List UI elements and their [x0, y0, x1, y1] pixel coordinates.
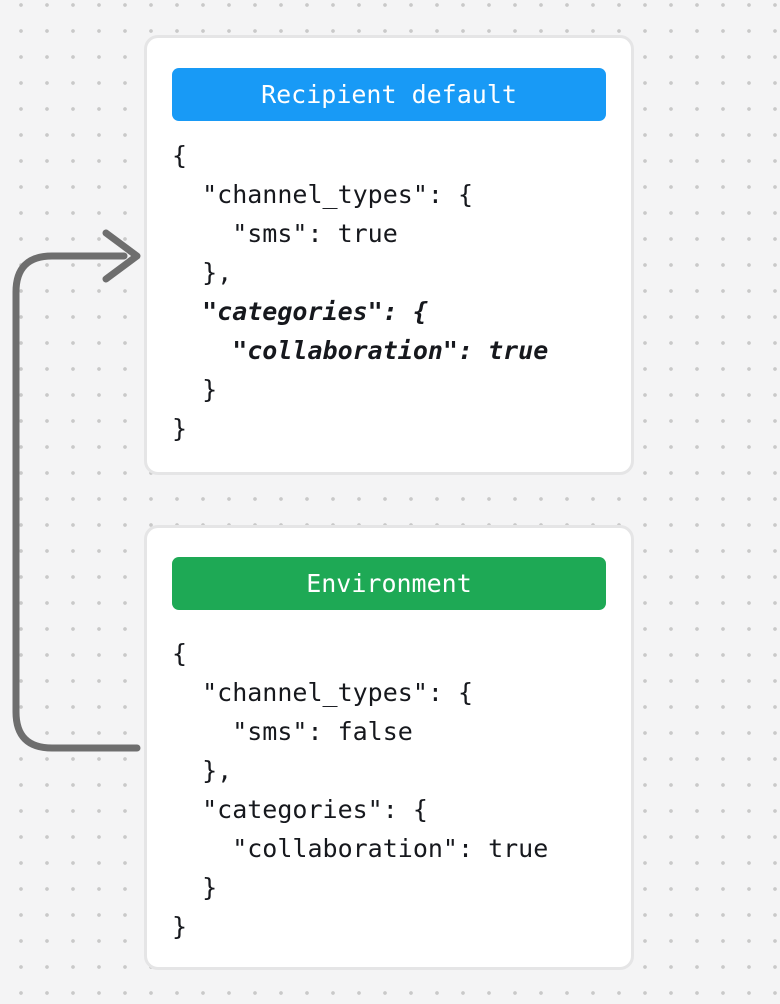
- flow-arrowhead-icon: [102, 229, 141, 283]
- code-line: {: [172, 141, 188, 170]
- code-line: }: [172, 414, 188, 443]
- code-line: "channel_types": {: [172, 678, 474, 707]
- code-line: "categories": {: [172, 795, 428, 824]
- code-line: "collaboration": true: [172, 834, 549, 863]
- recipient-default-card-title: Recipient default: [172, 68, 606, 121]
- recipient-default-card: Recipient default { "channel_types": { "…: [144, 35, 634, 475]
- code-line: }: [172, 912, 188, 941]
- environment-card: Environment { "channel_types": { "sms": …: [144, 525, 634, 970]
- code-line: },: [172, 756, 233, 785]
- recipient-default-json-code: { "channel_types": { "sms": true }, "cat…: [172, 136, 606, 448]
- code-line: },: [172, 258, 233, 287]
- code-line-emphasized: "categories": {: [172, 297, 428, 326]
- code-line: "sms": true: [172, 219, 398, 248]
- code-line-emphasized: "collaboration": true: [172, 336, 549, 365]
- code-line: }: [172, 873, 218, 902]
- flow-arrow: [12, 229, 141, 752]
- flow-arrow-line: [12, 252, 141, 752]
- environment-json-code: { "channel_types": { "sms": false }, "ca…: [172, 634, 606, 946]
- code-line: "sms": false: [172, 717, 413, 746]
- environment-card-title: Environment: [172, 557, 606, 610]
- code-line: "channel_types": {: [172, 180, 474, 209]
- code-line: }: [172, 375, 218, 404]
- code-line: {: [172, 639, 188, 668]
